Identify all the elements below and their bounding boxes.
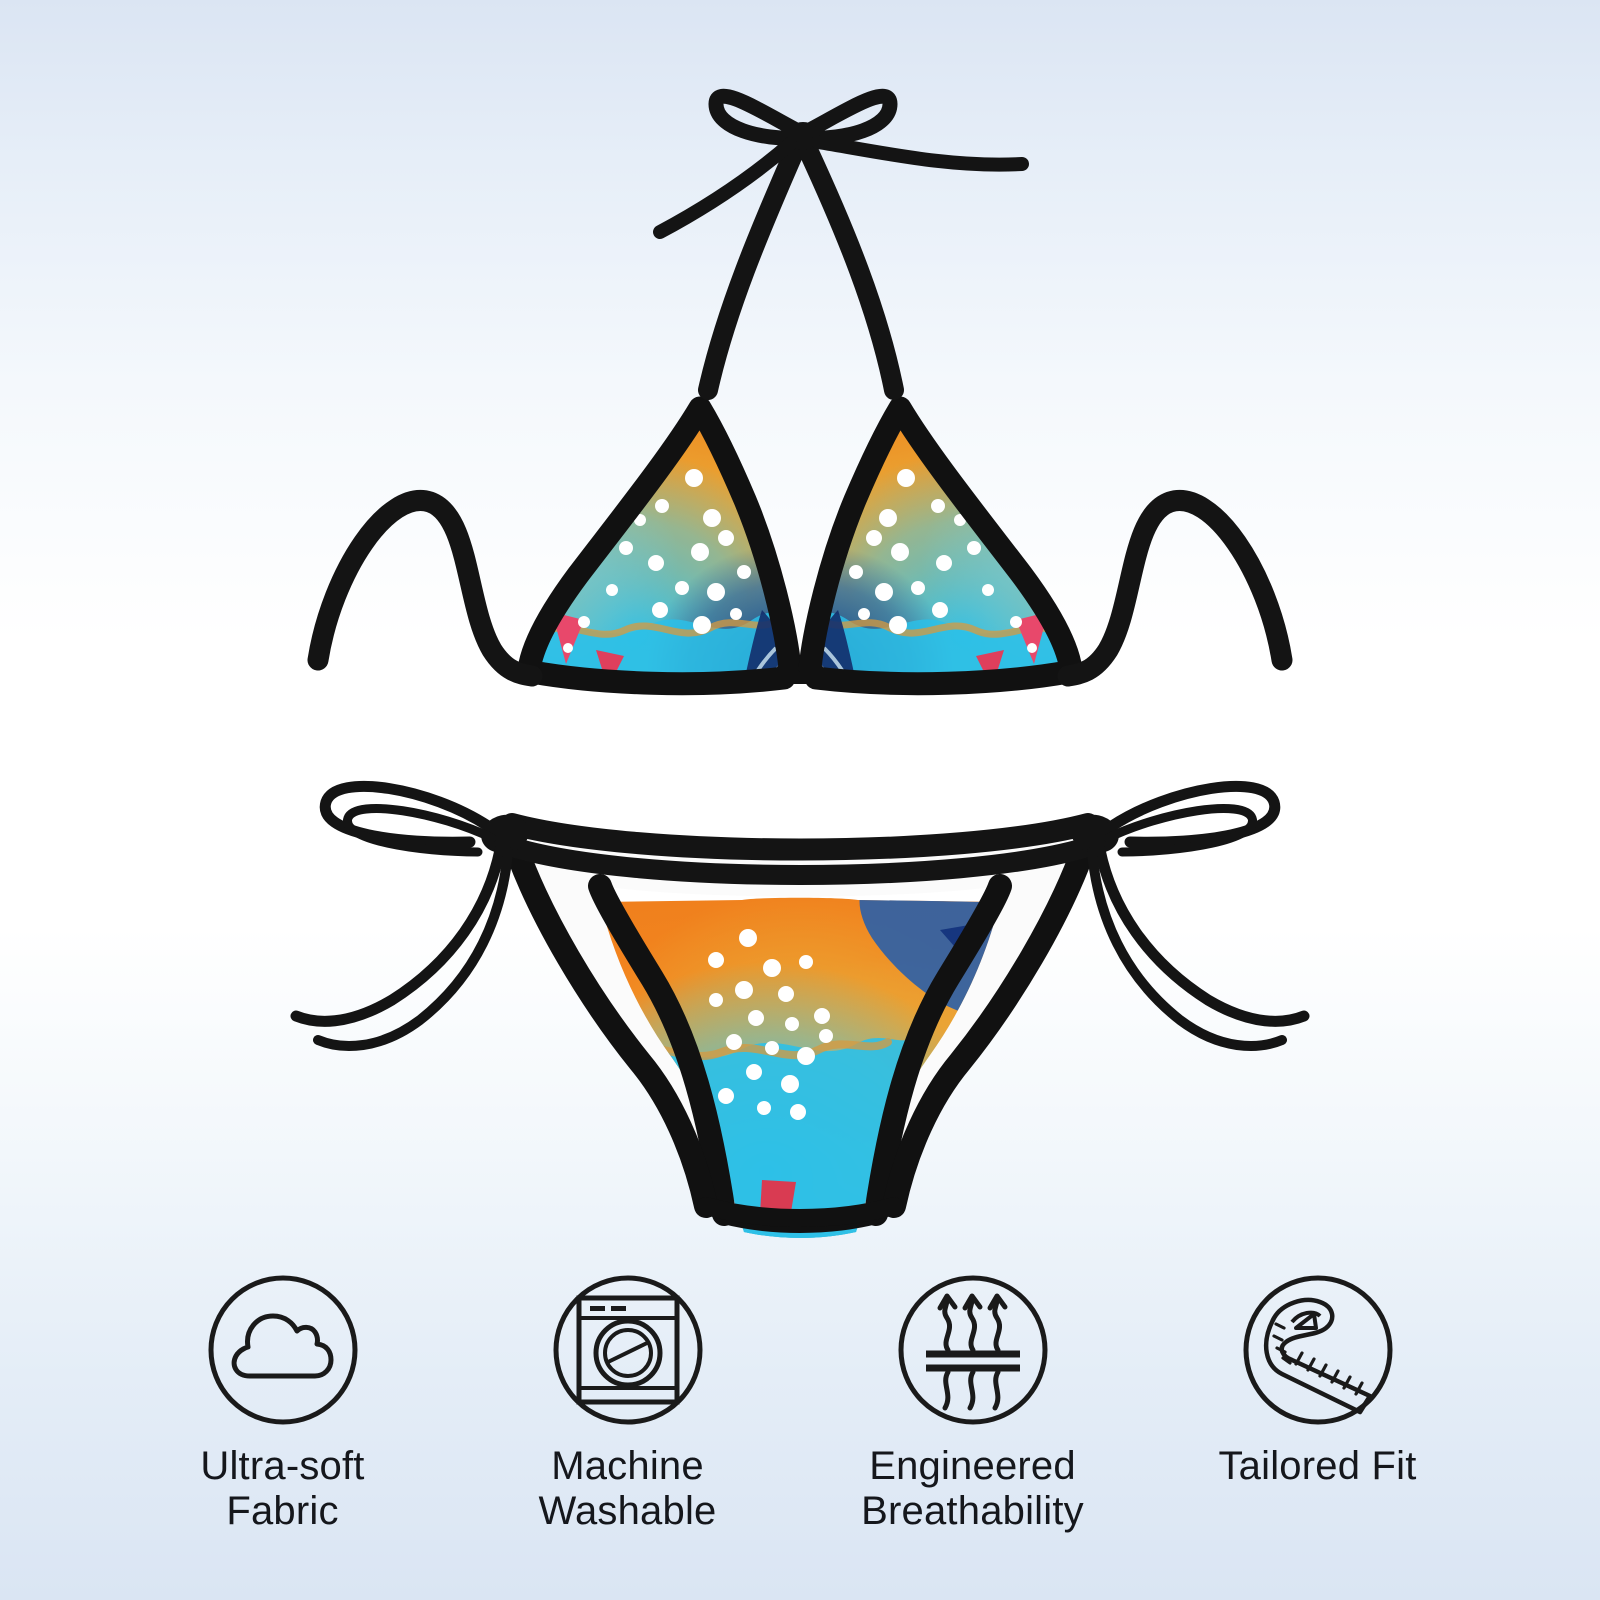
left-tie-streamer-a: [290, 844, 506, 1027]
left-tie-streamer-b: [313, 847, 513, 1051]
feature-label: Ultra-soft Fabric: [200, 1444, 365, 1533]
halter-strap-right: [798, 140, 904, 400]
bow-loop-right: [798, 88, 898, 146]
right-tie-loop-outer: [1106, 780, 1281, 848]
left-tie-loop-inner: [343, 804, 497, 857]
waistband-lower-strap: [506, 838, 1094, 885]
measuring-tape-icon: [1243, 1275, 1392, 1425]
right-tie-loop-inner: [1103, 804, 1257, 857]
breathability-icon: [898, 1275, 1047, 1425]
cloud-icon: [208, 1275, 357, 1425]
right-hip-trim: [882, 836, 1096, 1218]
bow-tail-right: [811, 135, 1029, 172]
top-left-side-tie: [307, 490, 543, 687]
feature-label: Machine Washable: [538, 1444, 717, 1533]
bikini-top: [307, 88, 1293, 696]
washing-machine-icon: [553, 1275, 702, 1425]
left-cup-trim: [518, 396, 802, 696]
left-tie-loop-outer: [319, 780, 494, 848]
bikini-bottom: [290, 780, 1310, 1238]
right-tie-streamer-a: [1094, 844, 1310, 1027]
feature-machine-washable: Machine Washable: [455, 1270, 800, 1534]
cup-center-connector: [788, 672, 812, 684]
pink-triangle: [596, 650, 624, 684]
right-tie-streamer-b: [1087, 847, 1287, 1051]
bottom-side-panels: [516, 836, 1084, 1214]
feature-ultra-soft-fabric: Ultra-soft Fabric: [110, 1270, 455, 1534]
bow-tail-left: [653, 137, 797, 239]
polka-dots: [708, 929, 833, 1120]
right-cup-trim: [798, 396, 1082, 696]
top-right-side-tie: [1057, 490, 1293, 687]
feature-tailored-fit: Tailored Fit: [1145, 1270, 1490, 1489]
right-leg-trim: [864, 874, 1012, 1226]
feature-label: Engineered Breathability: [861, 1444, 1084, 1533]
waistband-upper-strap: [501, 813, 1099, 861]
bottom-hem-trim: [697, 1197, 903, 1227]
feature-label: Tailored Fit: [1218, 1444, 1417, 1488]
feature-badges: Ultra-soft Fabric Machine Washable: [0, 1270, 1600, 1600]
left-leg-trim: [588, 874, 736, 1226]
bow-loop-left: [708, 88, 808, 146]
pink-triangle: [552, 612, 584, 664]
feature-engineered-breathability: Engineered Breathability: [800, 1270, 1145, 1534]
halter-strap-left: [698, 140, 805, 400]
polka-dots: [563, 469, 751, 653]
left-hip-trim: [504, 836, 718, 1218]
